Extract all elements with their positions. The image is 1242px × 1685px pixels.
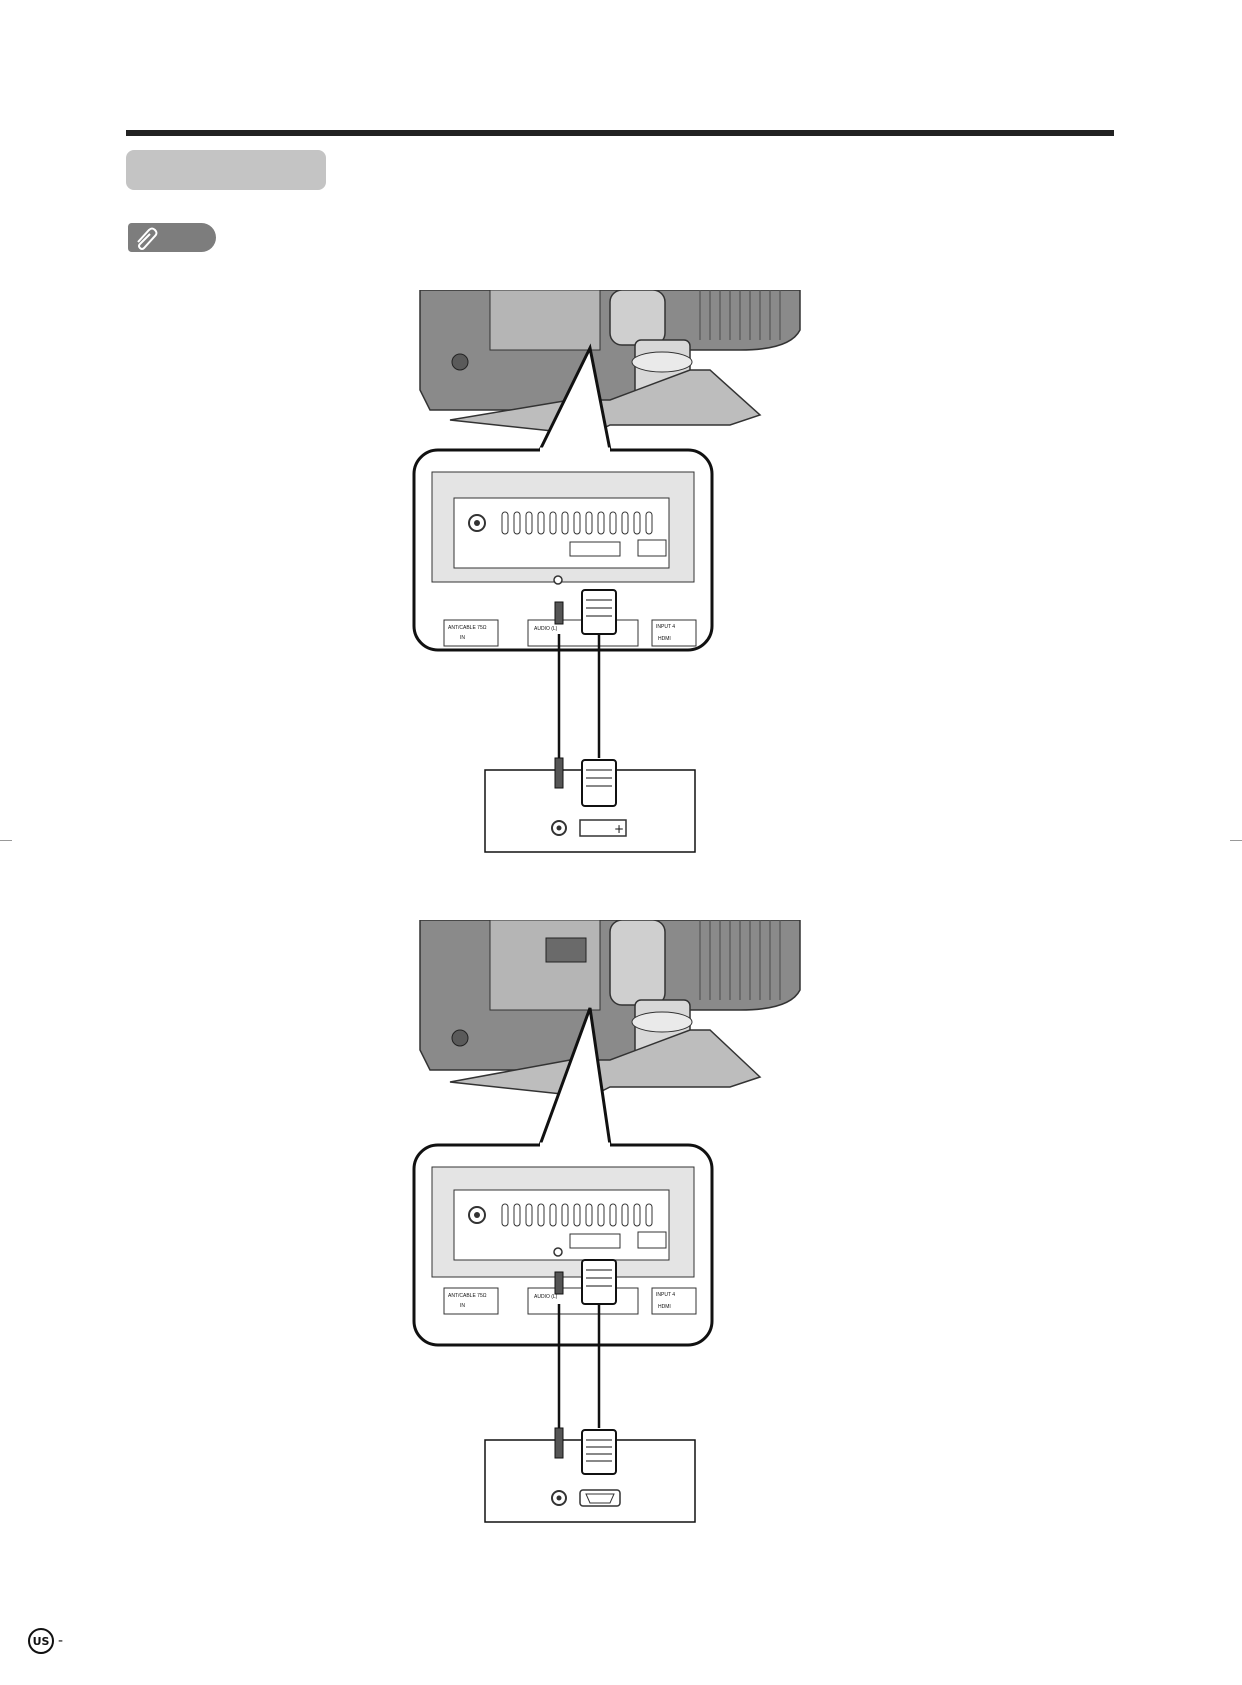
page-number-separator: -	[58, 1633, 64, 1649]
audio-label: AUDIO (L)	[534, 1294, 558, 1300]
dvi-connection-figure: ANT/CABLE 75Ω IN AUDIO (L) INPUT 4 HDMI …	[412, 290, 801, 853]
section-heading-tab	[126, 150, 326, 190]
hdmi-label-top: INPUT 4	[656, 624, 675, 630]
region-badge: US	[28, 1628, 54, 1654]
antenna-label-top: ANT/CABLE 75Ω	[448, 625, 487, 631]
terminal-callout: ANT/CABLE 75Ω IN AUDIO (L) INPUT 4 HDMI	[412, 447, 714, 652]
tv-rear-view	[419, 290, 801, 436]
audio-label: AUDIO (L)	[534, 626, 558, 632]
antenna-label-bottom: IN	[460, 635, 465, 641]
hdmi-label-bottom: HDMI	[658, 1304, 671, 1310]
computer-terminal-panel: +	[484, 757, 696, 853]
header-rule	[126, 130, 1114, 136]
antenna-label-top: ANT/CABLE 75Ω	[448, 1293, 487, 1299]
antenna-label-bottom: IN	[460, 1303, 465, 1309]
callout-pointer	[538, 1007, 612, 1146]
terminal-callout: ANT/CABLE 75Ω IN AUDIO (L) INPUT 4 HDMI	[412, 1142, 714, 1347]
computer-terminal-panel	[484, 1427, 696, 1523]
vga-connection-figure: ANT/CABLE 75Ω IN AUDIO (L) INPUT 4 HDMI	[412, 920, 801, 1523]
paperclip-icon	[137, 227, 158, 250]
hdmi-label-bottom: HDMI	[658, 636, 671, 642]
trim-mark-left	[0, 840, 12, 841]
tv-rear-view	[419, 920, 801, 1098]
trim-mark-right	[1230, 840, 1242, 841]
svg-text:+: +	[614, 822, 624, 836]
hdmi-label-top: INPUT 4	[656, 1292, 675, 1298]
note-badge	[128, 223, 216, 252]
callout-pointer	[538, 343, 612, 451]
page-footer: US -	[28, 1628, 63, 1654]
